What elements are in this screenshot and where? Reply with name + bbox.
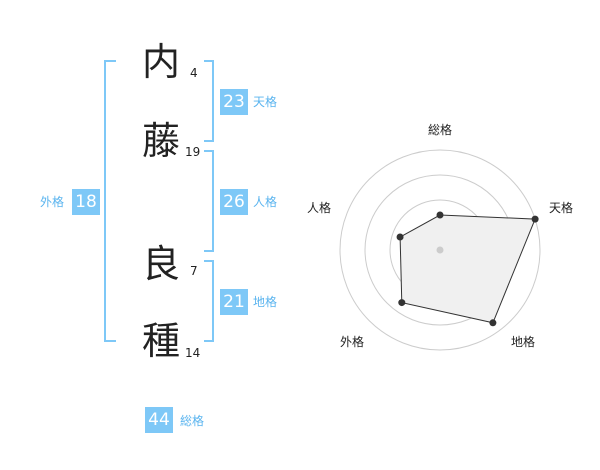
chi-value: 21 [220,289,248,315]
radar-axis-label-gai: 外格 [340,335,365,349]
radar-axis-label-jin: 人格 [307,201,332,215]
stroke-count-1: 4 [190,66,198,80]
jin-label: 人格 [253,195,278,209]
jin-value: 26 [220,189,248,215]
name-char-3: 良 [142,242,181,286]
chi-bracket [204,260,214,342]
radar-center-dot [436,246,444,254]
gai-value: 18 [72,189,100,215]
radar-points [396,211,539,327]
gai-bracket [104,60,116,342]
radar-point-1 [436,211,444,219]
stroke-count-2: 19 [185,145,201,159]
sou-label: 総格 [180,414,205,428]
radar-axis-label-sou: 総格 [428,123,453,137]
jin-bracket [204,150,214,252]
radar-area [399,214,536,324]
sou-value: 44 [145,407,173,433]
radar-point-5 [396,233,404,241]
ten-value: 23 [220,89,248,115]
radar-point-3 [489,319,497,327]
ten-label: 天格 [253,95,278,109]
name-char-2: 藤 [142,119,181,163]
ten-bracket [204,60,214,142]
radar-point-2 [531,215,539,223]
gai-label: 外格 [40,195,65,209]
radar-axis-label-chi: 地格 [511,335,536,349]
stroke-count-4: 14 [185,346,201,360]
chi-label: 地格 [253,295,278,309]
radar-grid-ring [339,149,541,351]
radar-axis-label-ten: 天格 [549,201,574,215]
radar-point-4 [398,299,406,307]
name-char-1: 内 [142,40,181,84]
name-char-4: 種 [142,319,181,363]
stroke-count-3: 7 [190,264,198,278]
